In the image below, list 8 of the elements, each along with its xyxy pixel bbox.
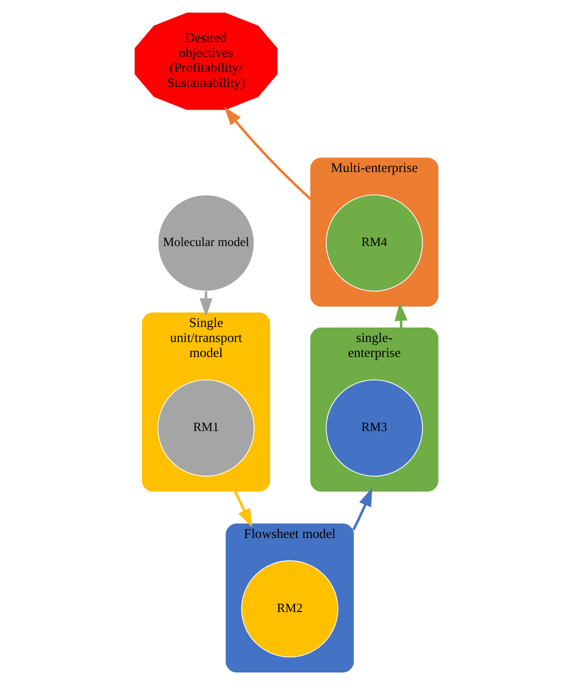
node-circle: RM1 — [157, 379, 254, 477]
arrow — [224, 106, 312, 200]
node-circle: RM3 — [325, 379, 422, 477]
node-circle: Molecular model — [157, 194, 254, 292]
arrow — [234, 490, 252, 528]
node-circle: RM4 — [325, 194, 422, 292]
arrow — [352, 488, 372, 531]
node-circle: RM2 — [240, 560, 338, 658]
